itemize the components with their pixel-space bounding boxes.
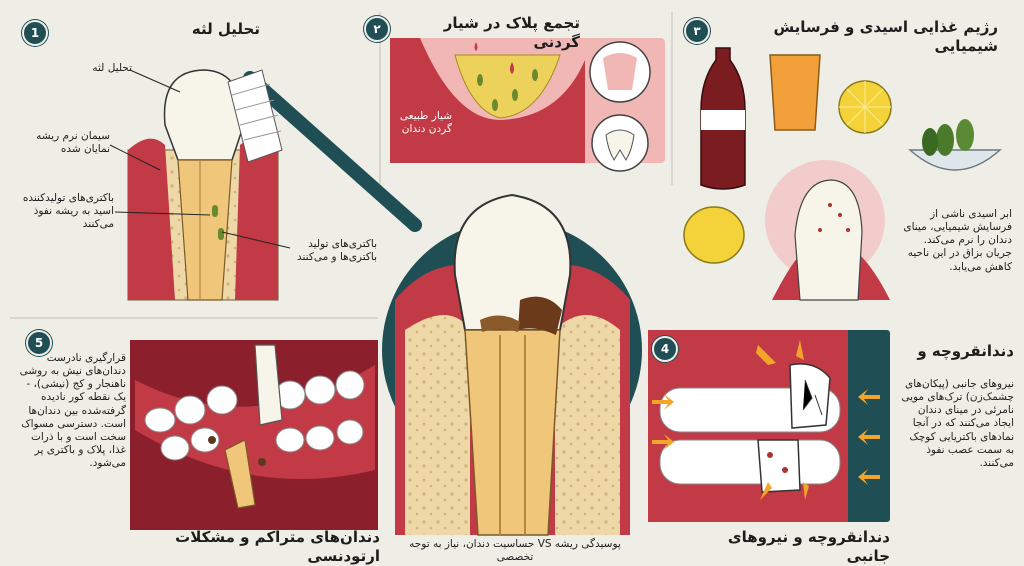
center-caption: پوسیدگی ریشه VS حساسیت دندان، نیاز به تو…	[409, 538, 621, 564]
step-badge-4: 4	[652, 336, 678, 362]
force-arrows-icon	[652, 340, 880, 500]
step-badge-2: ۲	[364, 16, 390, 42]
toothbrush-icon	[227, 69, 422, 232]
step-badge-1: 1	[22, 20, 48, 46]
plaque-illustration	[390, 38, 665, 172]
panel4-caption: دندانقروچه و نیروهای جانبی	[727, 528, 890, 565]
bruxism-illustration	[648, 330, 890, 522]
label-bacteria: باکتری‌های تولید باکتری‌ها و می‌کنند	[296, 238, 377, 264]
acid-diet-illustration	[683, 47, 1002, 301]
panel4-description: نیروهای جانبی (پیکان‌های چشمک‌زن) ترک‌ها…	[901, 378, 1014, 469]
label-exposed-cementum: سیمان نرم ریشه نمایان شده	[36, 130, 110, 156]
label-natural-groove: شیار طبیعی گردن دندان	[399, 110, 452, 136]
label-acid-bacteria: باکتری‌های تولیدکننده اسید به ریشه نفوذ …	[22, 192, 114, 231]
panel3-title: رژیم غذایی اسیدی و فرسایش شیمیایی	[773, 18, 998, 55]
panel2-title: تجمع پلاک در شیار گردنی	[443, 14, 580, 51]
step-badge-3: ۳	[684, 18, 710, 44]
panel5-caption: دندان‌های متراکم و مشکلات ارتودنسی	[175, 528, 380, 565]
root-caries-illustration	[382, 193, 642, 536]
panel1-title: تحلیل لثه	[191, 20, 260, 38]
panel3-description: ابر اسیدی ناشی از فرسایش شیمیایی، مینای …	[903, 208, 1012, 273]
panel4-title: دندانقروچه و	[917, 342, 1014, 360]
crowded-teeth-illustration	[130, 340, 378, 530]
panel5-description: قرارگیری نادرست دندان‌های نیش به روشی نا…	[19, 352, 126, 469]
label-gum-recession: تحلیل لثه	[92, 62, 132, 74]
step-badge-5: 5	[26, 330, 52, 356]
panel1-leader-lines	[109, 69, 291, 249]
gum-recession-illustration	[127, 69, 279, 301]
